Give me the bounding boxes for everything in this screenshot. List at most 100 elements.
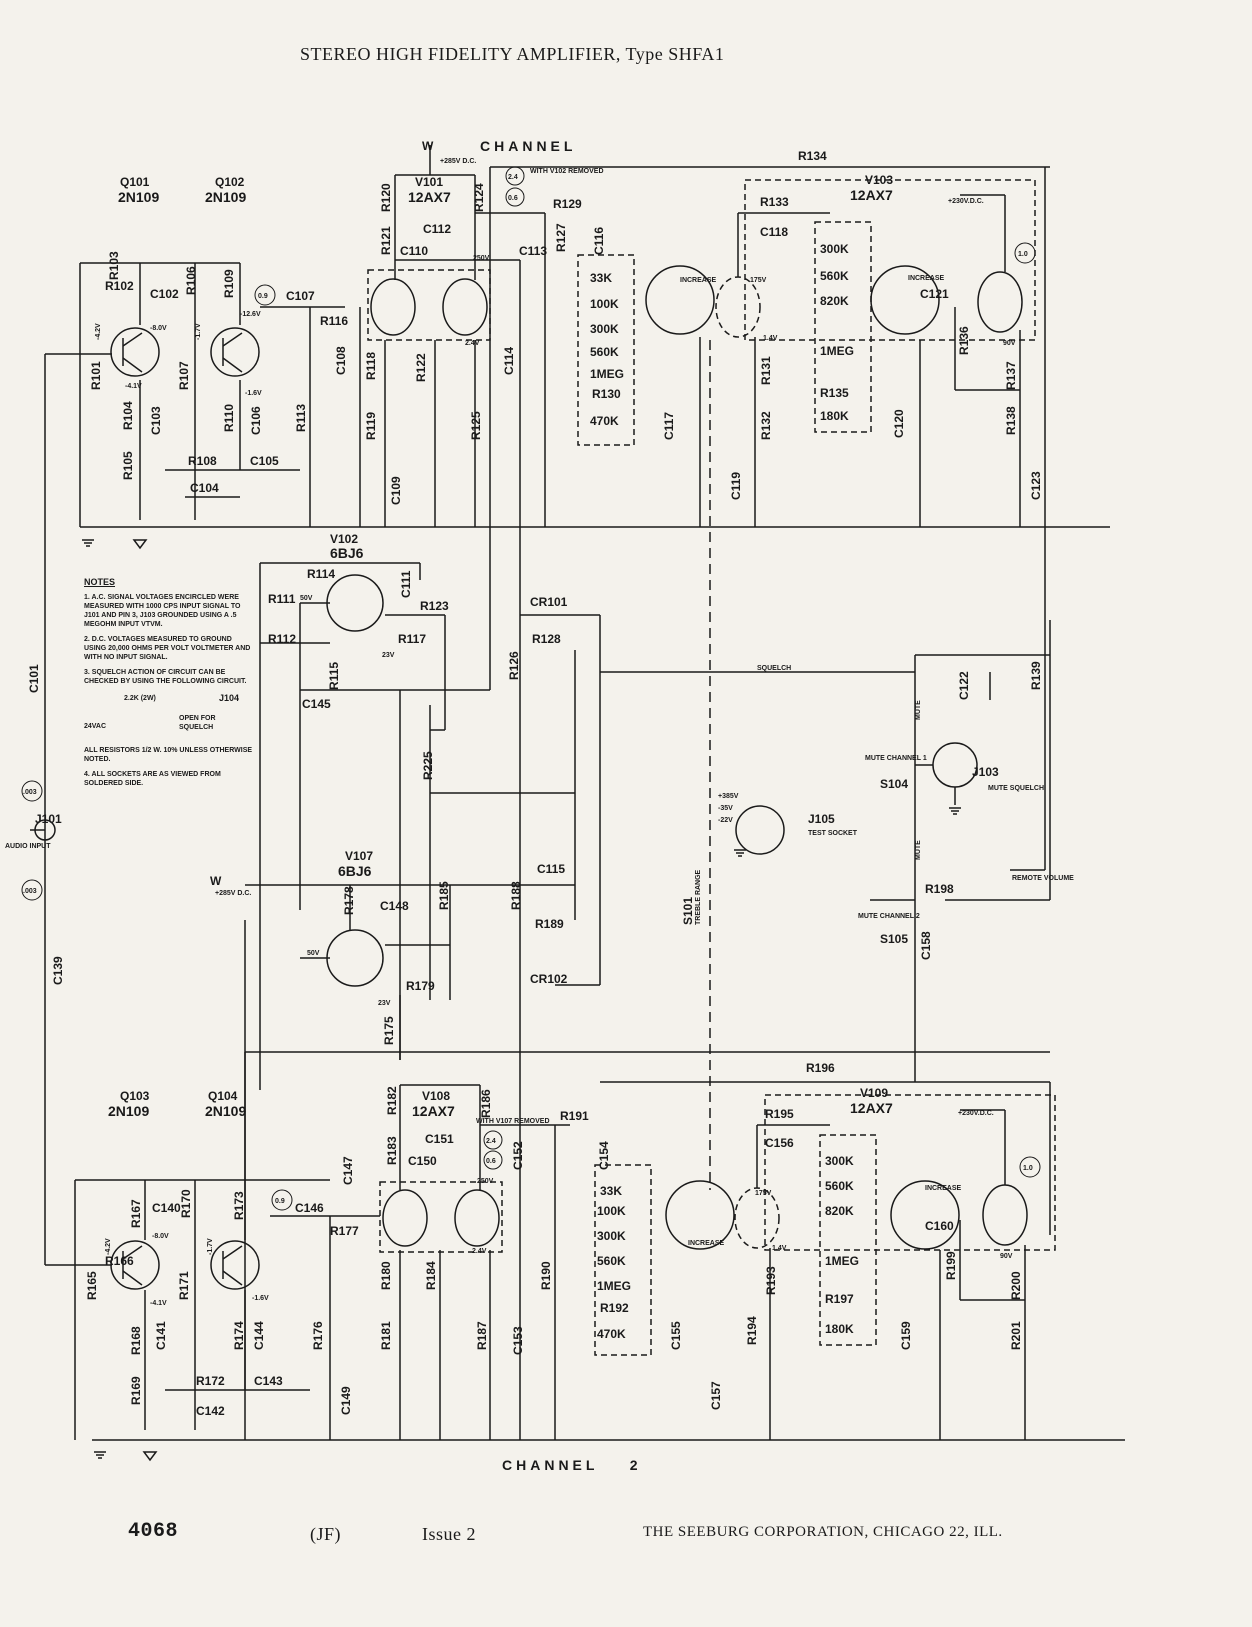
c142-label: C142: [196, 1404, 225, 1418]
v108-section-a: [382, 1189, 428, 1247]
r111-label: R111: [268, 592, 296, 606]
audio-input-label: AUDIO INPUT: [5, 843, 51, 850]
bass-switch-ch1: [870, 265, 940, 335]
j105-v385: +385V: [718, 793, 739, 800]
r188-label: R188: [509, 881, 523, 910]
ch1-bass-820k: 820K: [820, 294, 849, 308]
ch2-volt-1-6v: -1.6V: [252, 1295, 269, 1302]
q102-symbol: [210, 327, 260, 377]
j103-desc: MUTE SQUELCH: [988, 785, 1044, 792]
j101-label: J101: [35, 812, 62, 826]
v107-volt-50v: 50V: [307, 950, 320, 957]
r130-label: R130: [592, 387, 621, 401]
c148-label: C148: [380, 899, 409, 913]
c160-label: C160: [925, 1219, 954, 1233]
v101-section-a: [370, 278, 416, 336]
c110-label: C110: [400, 244, 428, 258]
r124-label: R124: [472, 183, 486, 212]
s101-label: S101: [681, 897, 695, 925]
v101-ref: V101: [415, 175, 443, 189]
c119-label: C119: [729, 472, 743, 500]
c105-label: C105: [250, 454, 279, 468]
j105-socket: [735, 805, 785, 855]
squelch-vac-label: 24VAC: [84, 723, 107, 730]
increase-label-ch2-treble: INCREASE: [688, 1240, 725, 1247]
r190-label: R190: [539, 1261, 553, 1290]
v109-section-b: [982, 1184, 1028, 1246]
r182-label: R182: [385, 1086, 399, 1115]
treble-range-label: TREBLE RANGE: [695, 869, 702, 925]
r199-label: R199: [944, 1251, 958, 1280]
ch1-volt-4-1v: -4.1V: [125, 383, 142, 390]
input-ac-003-b: .003: [23, 888, 37, 895]
ch1-treble-560k: 560K: [590, 345, 619, 359]
ch1-bass-560k: 560K: [820, 269, 849, 283]
v108-type: 12AX7: [412, 1103, 455, 1119]
c117-label: C117: [662, 412, 676, 440]
v103-ref: V103: [865, 173, 893, 187]
q102-ref: Q102: [215, 175, 245, 189]
c122-label: C122: [957, 671, 971, 700]
ch2-bass-180k: 180K: [825, 1322, 854, 1336]
ch1-treble-470k: 470K: [590, 414, 619, 428]
c102-label: C102: [150, 287, 179, 301]
ch1-bass-180k: 180K: [820, 409, 849, 423]
notes-title: NOTES: [84, 577, 116, 587]
ch2-volt-8v: -8.0V: [152, 1233, 169, 1240]
j105-label: J105: [808, 812, 835, 826]
supply-285v-mid: +285V D.C.: [215, 890, 251, 897]
c157-label: C157: [709, 1381, 723, 1410]
q101-symbol: [110, 327, 160, 377]
v109-type: 12AX7: [850, 1100, 893, 1116]
r121-label: R121: [379, 226, 393, 255]
c113-label: C113: [519, 244, 547, 258]
r198-label: R198: [925, 882, 954, 896]
c139-label: C139: [51, 956, 65, 985]
r165-label: R165: [85, 1271, 99, 1300]
c101-label: C101: [27, 664, 41, 693]
q103-type: 2N109: [108, 1103, 149, 1119]
ch1-volt-1-4v: 1.4V: [763, 335, 778, 342]
v108-section-b: [454, 1189, 500, 1247]
v102-symbol: [326, 574, 384, 632]
c147-label: C147: [341, 1156, 355, 1185]
v107-ref: V107: [345, 849, 373, 863]
mute-label-upper: MUTE: [915, 700, 922, 720]
ch1-volt-12v: -12.6V: [240, 311, 261, 318]
q101-type: 2N109: [118, 189, 159, 205]
c108-label: C108: [334, 346, 348, 375]
v102-volt-23v: 23V: [382, 652, 395, 659]
r180-label: R180: [379, 1261, 393, 1290]
c112-label: C112: [423, 222, 451, 236]
r110-label: R110: [222, 404, 236, 432]
r116-label: R116: [320, 314, 348, 328]
r132-label: R132: [759, 411, 773, 440]
ch1-volt-8v: -8.0V: [150, 325, 167, 332]
ch1-treble-33k: 33K: [590, 271, 612, 285]
q104-ref: Q104: [208, 1089, 238, 1103]
v250-bot: 250V: [477, 1178, 494, 1185]
r133-label: R133: [760, 195, 789, 209]
increase-label-ch2-bass: INCREASE: [925, 1185, 962, 1192]
r178-label: R178: [342, 886, 356, 915]
r176-label: R176: [311, 1321, 325, 1350]
c114-label: C114: [502, 347, 516, 375]
r107-label: R107: [177, 361, 191, 390]
r179-label: R179: [406, 979, 435, 993]
ch2-ac-0-6: 0.6: [486, 1158, 496, 1165]
v109-ref: V109: [860, 1086, 888, 1100]
c140-label: C140: [152, 1201, 181, 1215]
ch1-volt-90v: 90V: [1003, 340, 1016, 347]
v102-ref: V102: [330, 532, 358, 546]
r138-label: R138: [1004, 406, 1018, 435]
ch1-volt-4-2v: -4.2V: [95, 323, 102, 340]
ch2-bass-1meg: 1MEG: [825, 1254, 859, 1268]
footer-code: (JF): [310, 1524, 342, 1544]
squelch-test-circuit: 2.2K (2W) 24VAC OPEN FOR SQUELCH J104: [84, 692, 254, 740]
v103-section-b: [977, 271, 1023, 333]
v175-bot: 175V: [755, 1190, 772, 1197]
r117-label: R117: [398, 632, 426, 646]
r192-label: R192: [600, 1301, 629, 1315]
ch2-treble-300k: 300K: [597, 1229, 626, 1243]
footer-company: THE SEEBURG CORPORATION, CHICAGO 22, ILL…: [643, 1524, 1003, 1540]
